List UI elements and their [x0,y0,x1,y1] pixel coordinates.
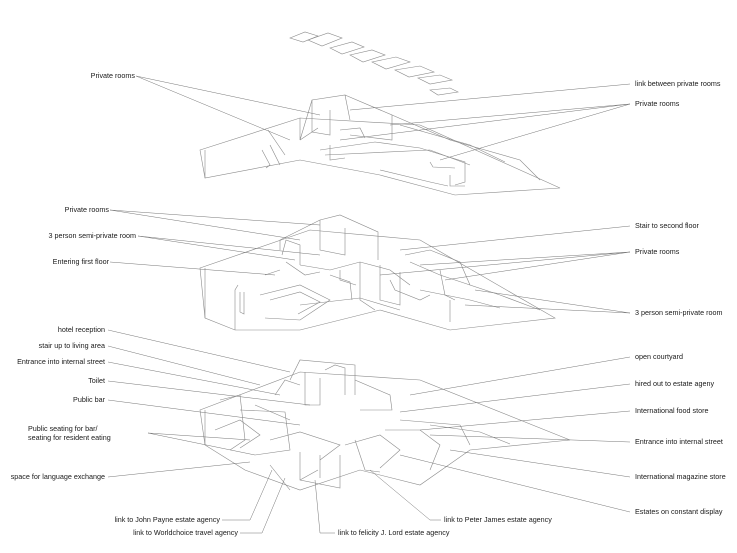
label-semi-private-room-left: 3 person semi-private room [48,231,136,240]
label-link-john-payne: link to John Payne estate agency [114,515,221,524]
roof-tier [290,32,458,95]
label-language-exchange: space for language exchange [10,472,105,481]
label-private-rooms-second: Private rooms [64,205,109,214]
second-floor-tier [200,95,560,195]
ground-floor-tier [200,360,570,490]
first-floor-tier [200,215,555,330]
label-entrance-internal-street-right: Entrance into internal street [635,437,723,446]
label-stair-up-living: stair up to living area [38,341,105,350]
label-international-food-store: International food store [635,406,709,415]
label-stair-second-floor: Stair to second floor [635,221,699,230]
label-estates-on-display: Estates on constant display [635,507,723,516]
label-semi-private-room-right: 3 person semi-private room [635,308,723,317]
label-link-between-private-rooms: link between private rooms [635,79,721,88]
label-private-rooms-right-top: Private rooms [635,99,680,108]
label-international-magazine-store: International magazine store [635,472,726,481]
label-link-peter-james: link to Peter James estate agency [444,515,552,524]
label-open-courtyard: open courtyard [635,352,683,361]
label-public-seating: Public seating for bar/ seating for resi… [28,424,111,442]
label-entrance-internal-street-left: Entrance into internal street [17,357,105,366]
label-link-felicity-lord: link to felicity J. Lord estate agency [338,528,450,537]
label-hotel-reception: hotel reception [57,325,105,334]
label-public-bar: Public bar [73,395,105,404]
label-private-rooms-roof: Private rooms [90,71,135,80]
label-hired-estate-agency: hired out to estate ageny [635,379,715,388]
label-link-worldchoice: link to Worldchoice travel agency [133,528,238,537]
leader-lines [108,76,630,533]
label-toilet: Toilet [88,376,105,385]
label-entering-first-floor: Entering first floor [52,257,109,266]
label-private-rooms-right-mid: Private rooms [635,247,680,256]
